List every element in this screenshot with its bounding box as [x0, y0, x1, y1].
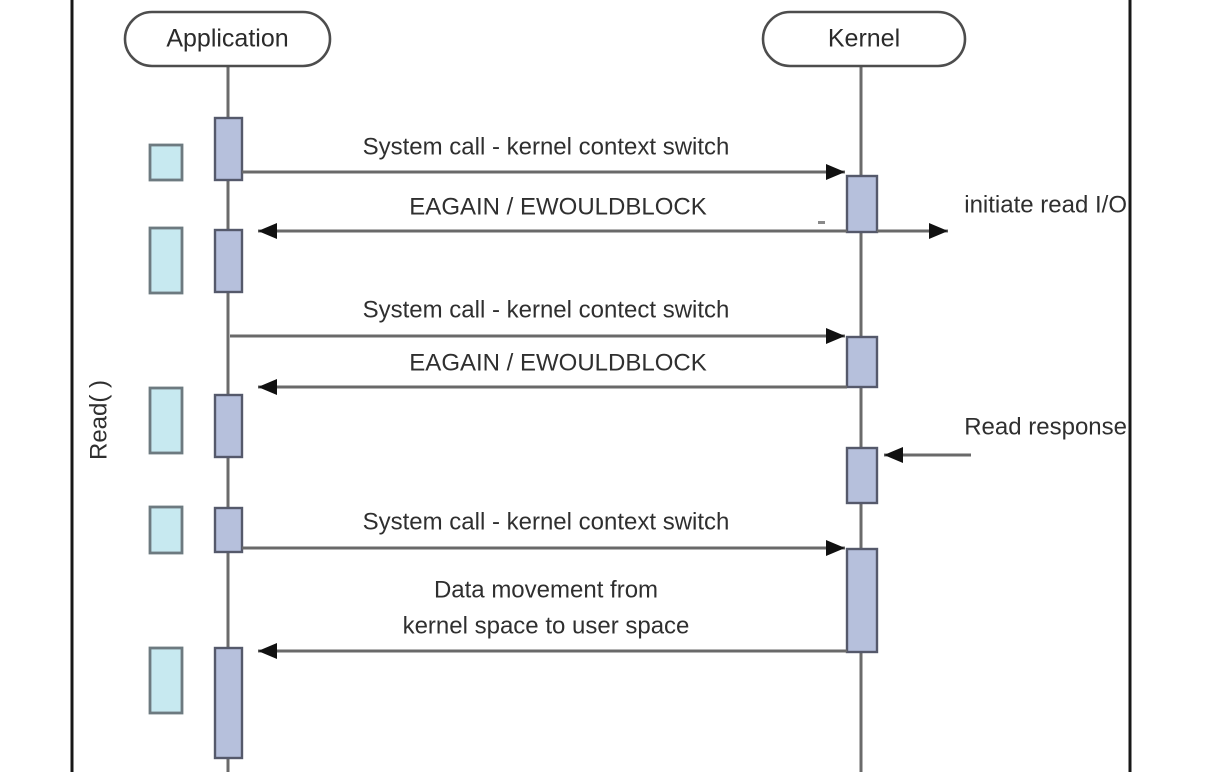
activation-bar-kern-act-3: [845, 446, 879, 505]
arrowhead-msg-7: [826, 540, 845, 556]
activation-bar-app-act-2: [213, 228, 244, 294]
participant-box-kernel[interactable]: [761, 10, 967, 68]
arrowhead-msg-8: [258, 643, 277, 659]
state-boxes-group: [148, 143, 184, 715]
activation-bar-app-act-3: [213, 393, 244, 459]
activation-bars-group: [213, 116, 879, 760]
message-label-msg-4: System call - kernel contect switch: [363, 296, 730, 323]
lifelines-group: Application Kernel: [123, 10, 967, 772]
activation-bar-app-act-1: [213, 116, 244, 182]
message-label-msg-2: EAGAIN / EWOULDBLOCK: [409, 193, 706, 220]
artifacts-group: [818, 221, 825, 224]
message-label-msg-6: Read response: [964, 413, 1127, 440]
message-label-msg-3: initiate read I/O: [964, 191, 1127, 218]
message-msg-4[interactable]: System call - kernel contect switch: [230, 296, 845, 344]
message-msg-8[interactable]: Data movement from kernel space to user s…: [258, 576, 847, 659]
state-box-state-4: [148, 505, 184, 555]
message-msg-1[interactable]: System call - kernel context switch: [242, 133, 845, 180]
state-box-state-3: [148, 386, 184, 455]
arrowhead-msg-1: [826, 164, 845, 180]
message-msg-2[interactable]: EAGAIN / EWOULDBLOCK: [258, 193, 847, 239]
participant-kernel[interactable]: Kernel: [761, 10, 967, 772]
group-label-read: Read( ): [85, 380, 112, 460]
activation-bar-kern-act-4: [845, 547, 879, 654]
group-label-layer: Read( ): [85, 380, 112, 460]
arrowhead-msg-2: [258, 223, 277, 239]
activation-bar-app-act-5: [213, 646, 244, 760]
activation-bar-kern-act-1: [845, 174, 879, 234]
arrowhead-msg-6: [884, 447, 903, 463]
participant-label-kernel: Kernel: [828, 25, 900, 53]
arrowhead-msg-3: [929, 223, 948, 239]
state-box-state-2: [148, 226, 184, 295]
message-msg-3[interactable]: initiate read I/O: [877, 191, 1127, 239]
message-msg-6[interactable]: Read response: [884, 413, 1127, 463]
artifact-stray-mark: [818, 221, 825, 224]
participant-label-application: Application: [166, 25, 288, 53]
participant-box-application[interactable]: [123, 10, 332, 68]
activation-bar-app-act-4: [213, 506, 244, 554]
message-msg-7[interactable]: System call - kernel context switch: [242, 508, 845, 556]
arrowhead-msg-5: [258, 379, 277, 395]
arrowhead-msg-4: [826, 328, 845, 344]
state-box-state-1: [148, 143, 184, 182]
message-msg-5[interactable]: EAGAIN / EWOULDBLOCK: [258, 349, 847, 395]
activation-bar-kern-act-2: [845, 335, 879, 389]
message-label-msg-8: Data movement from: [434, 576, 658, 603]
messages-group: System call - kernel context switchEAGAI…: [230, 133, 1127, 659]
message-label2-msg-8: kernel space to user space: [403, 612, 690, 639]
state-box-state-5: [148, 646, 184, 715]
message-label-msg-1: System call - kernel context switch: [363, 133, 730, 160]
message-label-msg-7: System call - kernel context switch: [363, 508, 730, 535]
message-label-msg-5: EAGAIN / EWOULDBLOCK: [409, 349, 706, 376]
frame-border-group: [70, 0, 1132, 772]
